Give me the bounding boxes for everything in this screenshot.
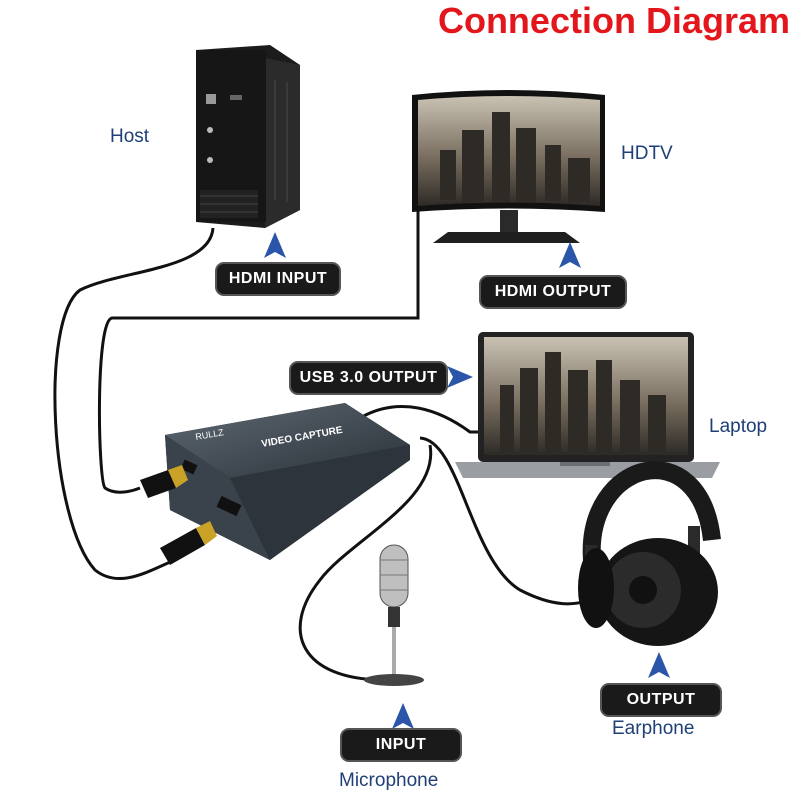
diagram-title: Connection Diagram [437, 0, 790, 41]
capture-box: RULLZ VIDEO CAPTURE [165, 403, 410, 560]
hdmi-plug-2 [160, 521, 217, 565]
usb-output-badge: USB 3.0 OUTPUT [289, 361, 448, 395]
arrows [264, 232, 670, 729]
hdmi-output-badge: HDMI OUTPUT [479, 275, 627, 309]
hdmi-plug-1 [140, 465, 188, 498]
hdtv-label: HDTV [621, 143, 673, 164]
cables [53, 210, 591, 682]
arrow-up-earphone [648, 652, 670, 678]
host-label: Host [110, 126, 150, 147]
arrow-up-hdmi-output [559, 242, 581, 268]
microphone-cable [298, 444, 433, 682]
arrow-right-usb [447, 366, 473, 388]
usb-cable [359, 405, 480, 434]
arrow-up-hdmi-input [264, 232, 286, 258]
host-hdmi-cable [53, 227, 215, 581]
hdmi-input-badge: HDMI INPUT [215, 262, 341, 296]
laptop [455, 332, 720, 478]
hdtv-monitor [412, 90, 605, 243]
audio-output-badge: OUTPUT [600, 683, 722, 717]
earphone-label: Earphone [612, 718, 695, 739]
host-pc [196, 45, 300, 228]
capture-box-brand: RULLZ [195, 427, 225, 442]
arrow-up-microphone [392, 703, 414, 729]
headphones [578, 461, 721, 646]
headphone-cable [419, 436, 591, 606]
microphone-label: Microphone [339, 770, 439, 791]
hdtv-hdmi-cable [97, 210, 420, 494]
laptop-label: Laptop [709, 416, 768, 437]
audio-input-badge: INPUT [340, 728, 462, 762]
microphone [364, 544, 424, 686]
